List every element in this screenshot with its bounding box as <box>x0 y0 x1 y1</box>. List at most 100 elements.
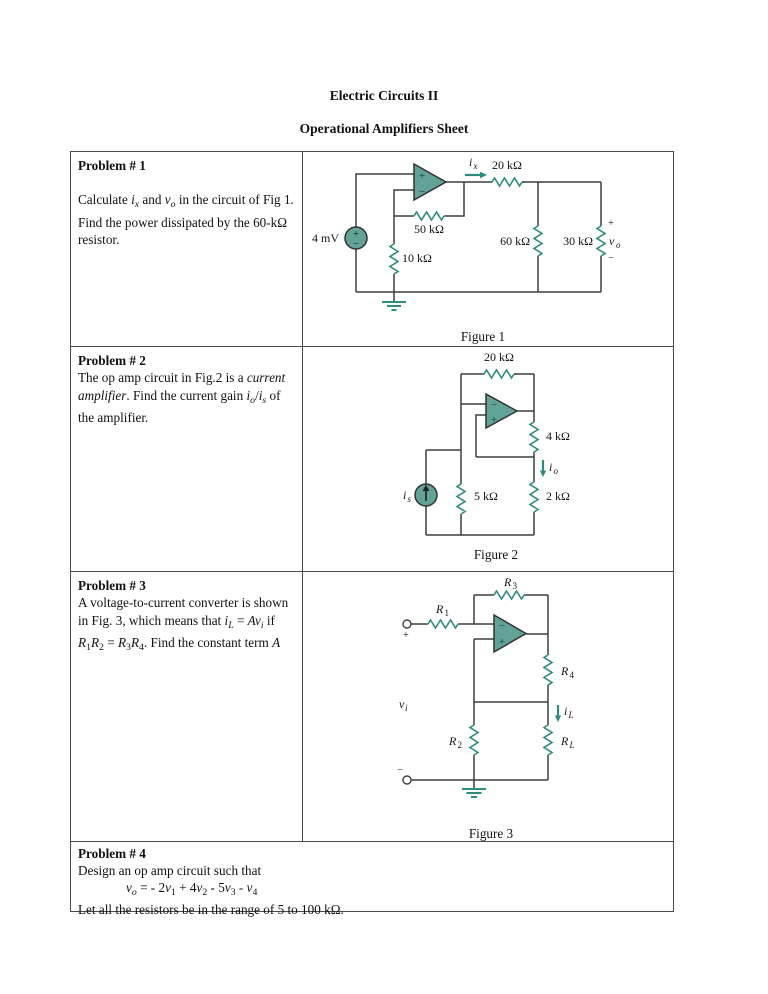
fig1-source-plus: + <box>353 229 359 240</box>
problem-2-cell: Problem # 2 The op amp circuit in Fig.2 … <box>71 347 303 571</box>
fig3-resistor-r3 <box>493 589 525 601</box>
fig1-label-20k: 20 kΩ <box>492 158 522 172</box>
fig2-io-label: i <box>549 460 552 474</box>
fig2-opamp-plus: + <box>491 414 497 426</box>
figure-3-caption: Figure 3 <box>469 826 514 841</box>
fig1-vo-sub: o <box>616 240 621 250</box>
problem-4-row: Problem # 4 Design an op amp circuit suc… <box>71 841 673 917</box>
figure-1-cell: + − + − i x 20 kΩ 50 kΩ 10 kΩ 4 mV 60 kΩ… <box>303 152 673 346</box>
fig3-resistor-r2 <box>468 724 480 756</box>
fig1-resistor-50k <box>413 210 445 222</box>
fig1-opamp-icon <box>413 162 448 202</box>
problem-1-heading: Problem # 1 <box>78 158 146 173</box>
problem-4-equation: vo = - 2v1 + 4v2 - 5v3 - v4 <box>126 880 258 898</box>
fig3-opamp-icon <box>493 613 528 654</box>
problem-1-row: Problem # 1 Calculate ix and vo in the c… <box>71 152 673 346</box>
figure-3-cell: − + + − i L R 3 R 1 R 2 R 4 R L <box>303 572 673 841</box>
fig2-wires <box>425 373 535 536</box>
fig1-ix-arrowhead <box>480 171 487 179</box>
fig2-io-arrowhead <box>539 470 547 477</box>
fig1-label-10k: 10 kΩ <box>402 251 432 265</box>
fig1-ground-icon <box>382 301 406 311</box>
problem-2-body: The op amp circuit in Fig.2 is a current… <box>78 370 286 425</box>
fig3-r3-sub: 3 <box>513 581 518 591</box>
fig3-r4-label: R <box>560 664 569 678</box>
fig1-label-30k: 30 kΩ <box>563 234 593 248</box>
fig1-ix-label: i <box>469 155 472 169</box>
fig3-terminal-minus: − <box>397 765 403 776</box>
fig1-label-source: 4 mV <box>312 231 339 245</box>
fig1-label-60k: 60 kΩ <box>500 234 530 248</box>
problem-4-footer: Let all the resistors be in the range of… <box>78 902 344 917</box>
figure-2-circuit: − + i o i s 20 kΩ 4 kΩ 5 kΩ 2 kΩ Figure … <box>403 350 570 562</box>
document-title: Electric Circuits II <box>329 88 439 103</box>
fig3-r1-label: R <box>435 602 444 616</box>
fig3-resistor-r1 <box>427 618 459 630</box>
fig2-label-20k: 20 kΩ <box>484 350 514 364</box>
fig3-resistor-rl <box>542 724 554 756</box>
fig3-resistor-r4 <box>542 654 554 686</box>
fig1-resistor-30k <box>595 225 607 257</box>
problems-table: Problem # 1 Calculate ix and vo in the c… <box>70 151 674 917</box>
fig1-voltage-source-icon <box>344 226 368 250</box>
fig3-rl-sub: L <box>569 740 575 750</box>
figure-2-cell: − + i o i s 20 kΩ 4 kΩ 5 kΩ 2 kΩ Figure … <box>303 347 673 571</box>
fig2-source-arrowhead <box>422 484 430 491</box>
problem-4-heading: Problem # 4 <box>78 846 146 861</box>
fig2-opamp-icon <box>485 392 519 430</box>
fig2-resistor-4k <box>528 421 540 453</box>
fig2-io-sub: o <box>554 466 559 476</box>
fig3-r2-label: R <box>448 734 457 748</box>
fig1-vo-label: v <box>609 234 615 248</box>
fig1-resistor-20k <box>491 176 523 188</box>
fig2-resistor-5k <box>455 483 467 515</box>
problem-2-heading: Problem # 2 <box>78 353 146 368</box>
fig3-il-label: i <box>564 704 567 718</box>
fig3-ground-icon <box>462 788 486 798</box>
problem-1-body: Calculate ix and vo in the circuit of Fi… <box>78 192 294 247</box>
problem-3-heading: Problem # 3 <box>78 578 146 593</box>
figure-1-caption: Figure 1 <box>461 329 505 344</box>
problem-4-cell: Problem # 4 Design an op amp circuit suc… <box>71 842 673 917</box>
fig3-opamp-minus: − <box>499 620 505 632</box>
fig1-label-50k: 50 kΩ <box>414 222 444 236</box>
fig1-opamp-minus: − <box>419 186 425 198</box>
fig3-r1-sub: 1 <box>445 608 450 618</box>
fig2-resistor-2k <box>528 481 540 513</box>
fig2-is-sub: s <box>408 494 412 504</box>
fig1-wires <box>355 173 602 302</box>
fig1-resistor-60k <box>532 225 544 257</box>
problem-4-body: Design an op amp circuit such that <box>78 863 262 878</box>
fig1-ix-sub: x <box>473 161 478 171</box>
fig3-input-terminal-bottom <box>402 775 412 785</box>
figure-3-circuit: − + + − i L R 3 R 1 R 2 R 4 R L <box>397 575 575 841</box>
fig3-vi-sub: i <box>405 703 408 713</box>
document-subtitle: Operational Amplifiers Sheet <box>299 121 469 136</box>
fig3-rl-label: R <box>560 734 569 748</box>
fig3-il-arrowhead <box>554 715 562 722</box>
fig2-label-4k: 4 kΩ <box>546 429 570 443</box>
problem-3-row: Problem # 3 A voltage-to-current convert… <box>71 571 673 841</box>
fig1-source-minus: − <box>353 239 359 250</box>
fig1-vo-plus: + <box>608 218 614 229</box>
fig3-vi-label: v <box>399 697 405 711</box>
problem-1-cell: Problem # 1 Calculate ix and vo in the c… <box>71 152 303 346</box>
fig3-r4-sub: 4 <box>570 670 575 680</box>
fig2-resistor-20k <box>483 368 515 380</box>
fig3-input-terminal-top <box>402 619 412 629</box>
fig3-terminal-plus: + <box>403 630 409 641</box>
figure-2-caption: Figure 2 <box>474 547 518 562</box>
fig2-is-label: i <box>403 488 406 502</box>
fig1-resistor-10k <box>388 243 400 275</box>
fig3-r3-label: R <box>503 575 512 589</box>
fig2-label-5k: 5 kΩ <box>474 489 498 503</box>
fig3-wires <box>411 594 549 789</box>
fig3-r2-sub: 2 <box>458 740 463 750</box>
problem-2-row: Problem # 2 The op amp circuit in Fig.2 … <box>71 346 673 571</box>
fig3-opamp-plus: + <box>499 636 505 648</box>
problem-3-body: A voltage-to-current converter is shown … <box>78 595 289 653</box>
fig2-opamp-minus: − <box>491 399 497 411</box>
fig2-label-2k: 2 kΩ <box>546 489 570 503</box>
figure-1-circuit: + − + − i x 20 kΩ 50 kΩ 10 kΩ 4 mV 60 kΩ… <box>312 155 621 344</box>
fig1-vo-minus: − <box>608 253 614 264</box>
